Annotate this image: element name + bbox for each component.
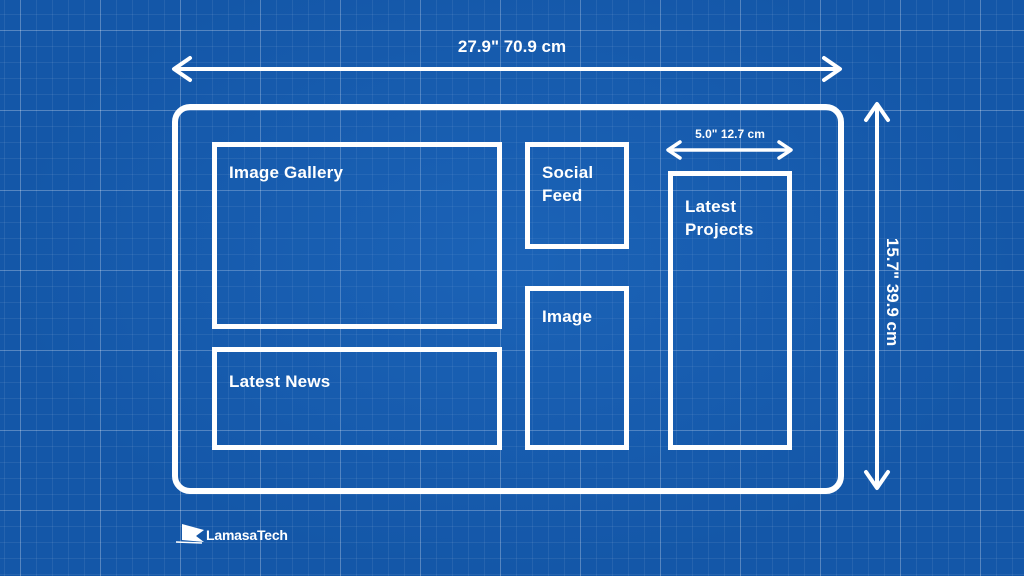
column-arrow-left-head <box>666 140 682 160</box>
social-feed-label: Social Feed <box>542 163 594 205</box>
column-arrow-right-head <box>777 140 793 160</box>
logo-text: LamasaTech <box>206 527 288 543</box>
image-gallery-label: Image Gallery <box>229 163 344 182</box>
page-frame <box>172 104 844 494</box>
height-arrow-bottom-head <box>864 470 890 490</box>
image-label: Image <box>542 307 593 326</box>
logo-flag-icon <box>176 524 204 544</box>
image-panel: Image <box>525 286 629 450</box>
latest-news-label: Latest News <box>229 372 331 391</box>
width-dimension-label: 27.9" 70.9 cm <box>457 37 567 56</box>
column-width-dimension-label: 5.0" 12.7 cm <box>695 127 765 141</box>
width-arrow-right-head <box>822 56 842 82</box>
lamasatech-logo: LamasaTech <box>176 522 296 548</box>
width-arrow-left-head <box>172 56 192 82</box>
latest-news-panel: Latest News <box>212 347 502 450</box>
height-arrow-top-head <box>864 102 890 122</box>
latest-projects-panel: Latest Projects <box>668 171 792 450</box>
social-feed-panel: Social Feed <box>525 142 629 249</box>
latest-projects-label: Latest Projects <box>685 197 754 239</box>
image-gallery-panel: Image Gallery <box>212 142 502 329</box>
height-dimension-label: 15.7" 39.9 cm <box>883 237 902 347</box>
